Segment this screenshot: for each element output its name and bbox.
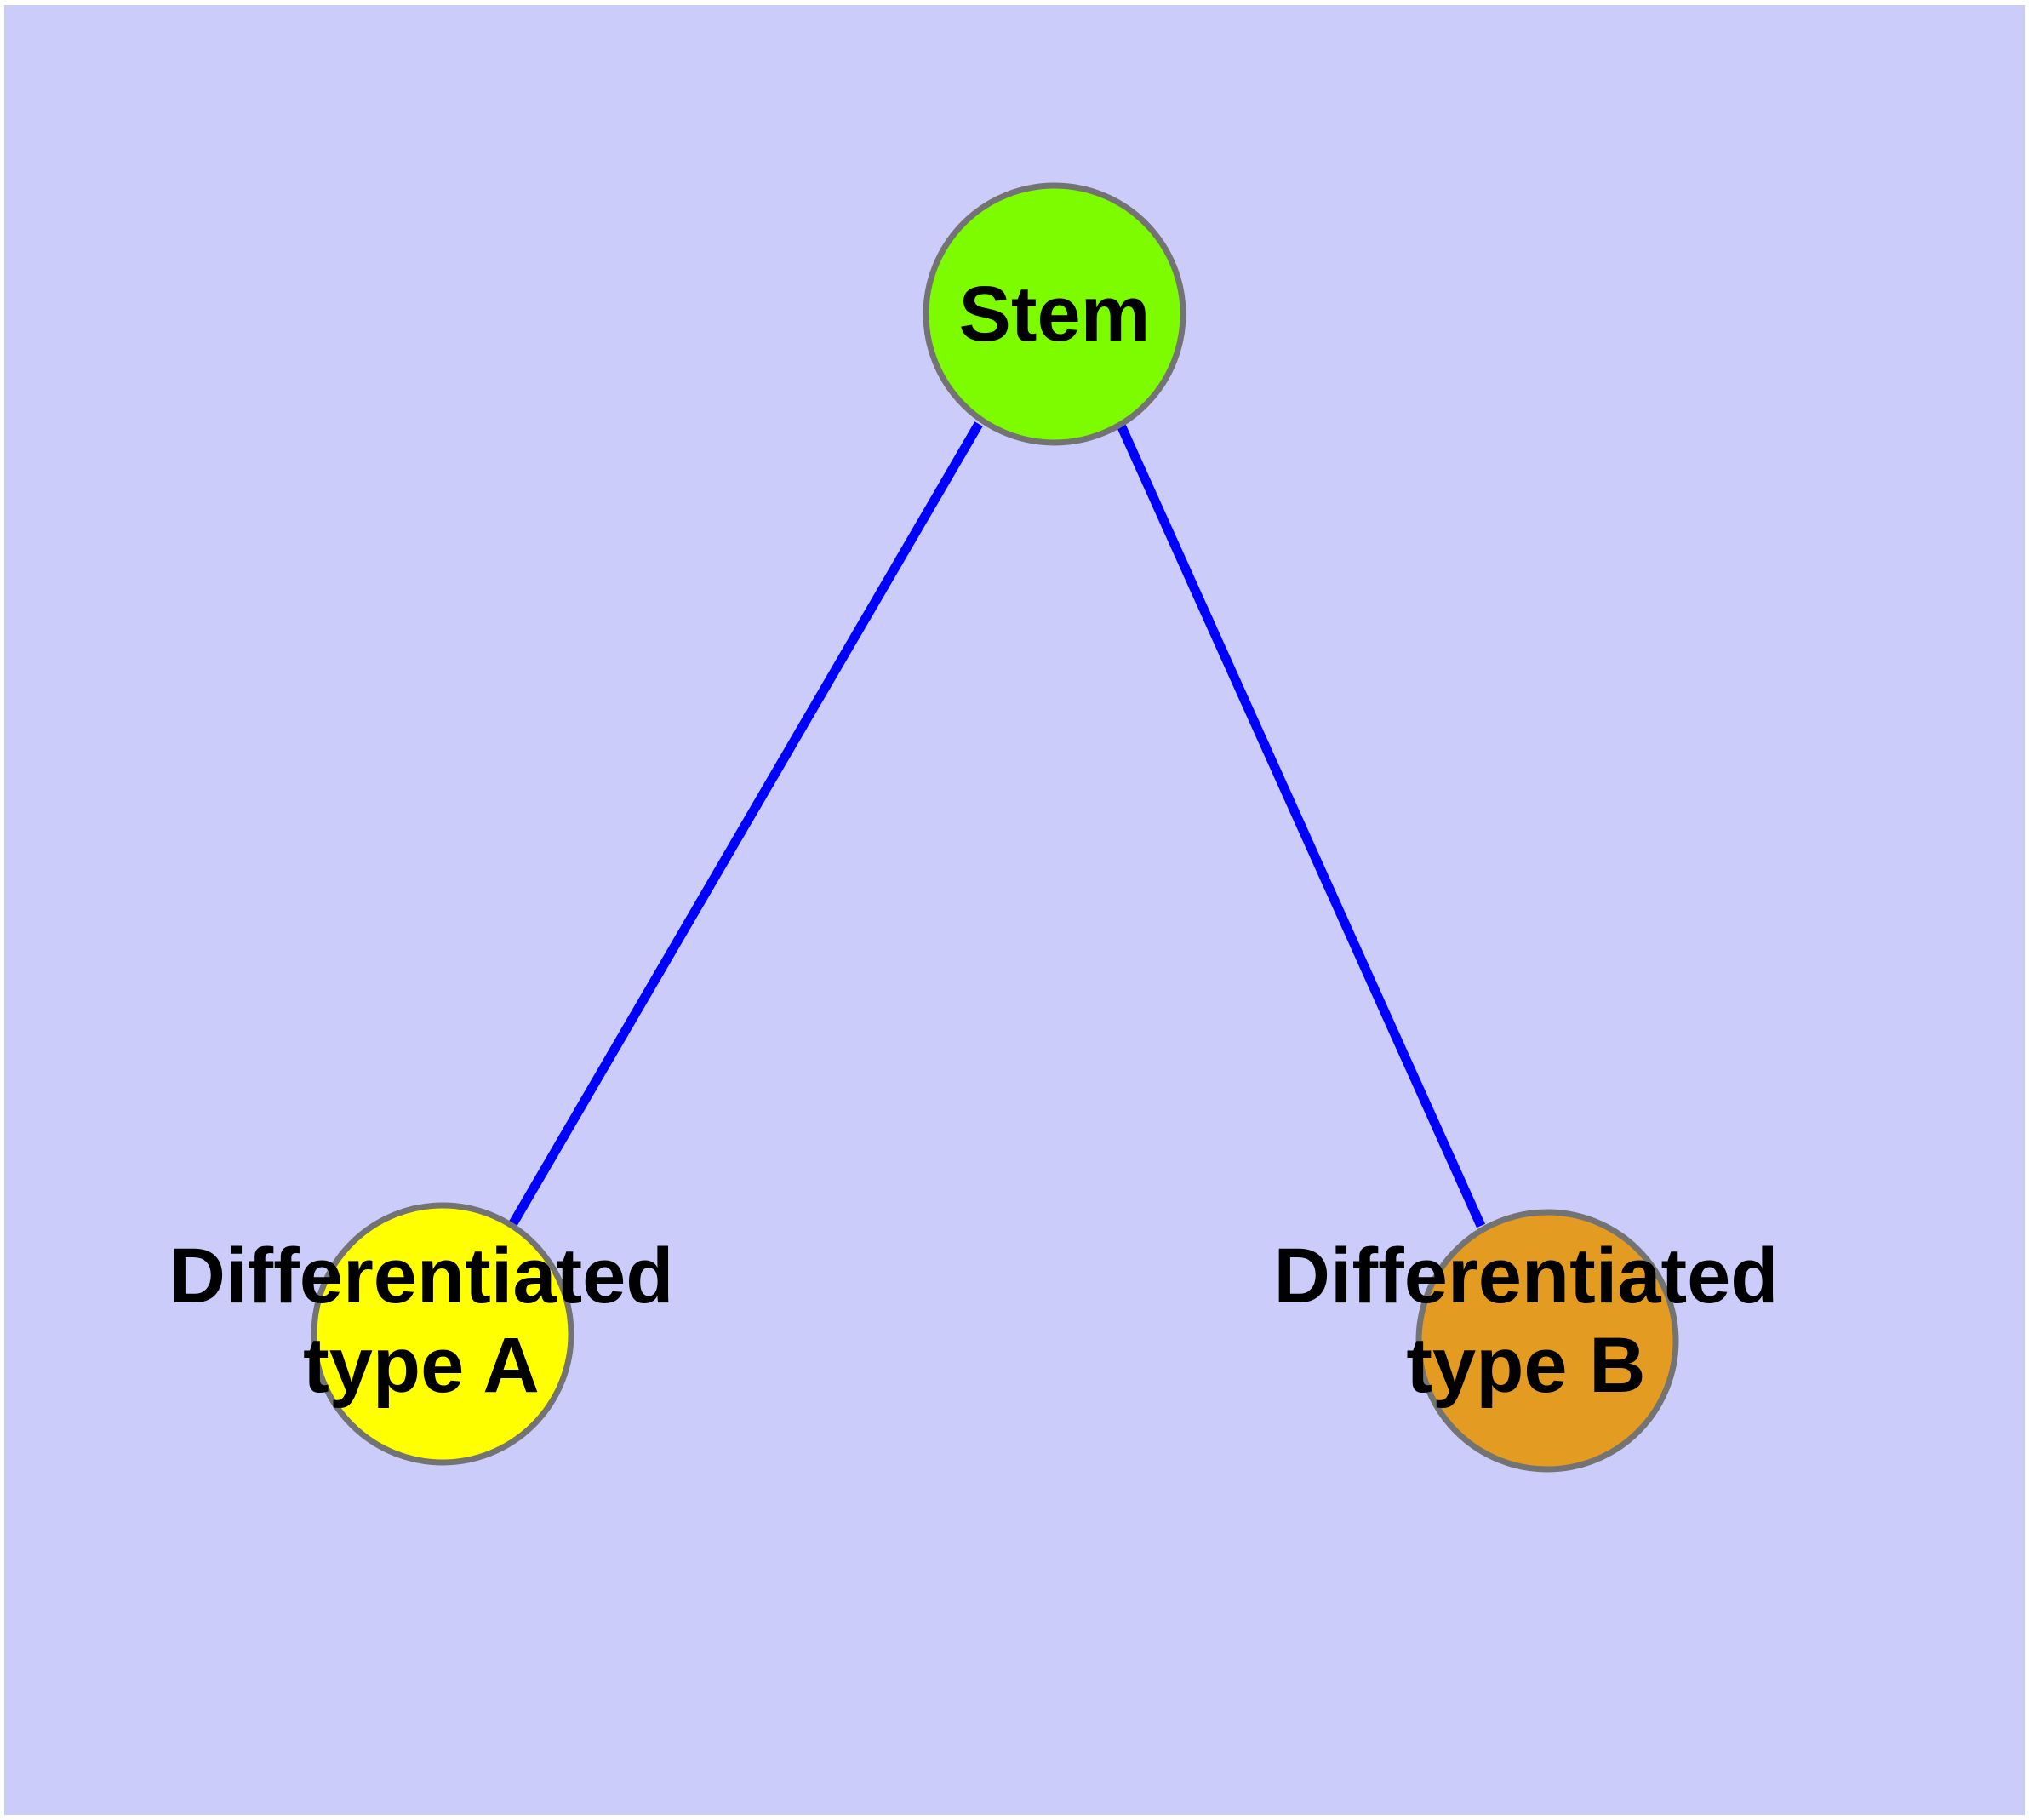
node-stem-circle[interactable] (923, 182, 1186, 446)
node-stem[interactable]: Stem (923, 182, 1186, 446)
node-differentiated-type-a-circle[interactable] (311, 1202, 574, 1466)
node-differentiated-type-b-circle[interactable] (1415, 1209, 1679, 1473)
edge-layer (509, 419, 1486, 1228)
node-differentiated-type-b-label-line2: type B (1406, 1322, 1645, 1409)
node-differentiated-type-a-label-line2: type A (303, 1322, 540, 1409)
node-differentiated-type-a-label-line1: Differentiated (169, 1233, 674, 1319)
node-differentiated-type-b[interactable]: Differentiated type B (1274, 1209, 1779, 1473)
node-differentiated-type-a[interactable]: Differentiated type A (169, 1202, 674, 1466)
edge-stem-to-differentiated-type-b[interactable] (1114, 419, 1486, 1228)
edge-stem-to-differentiated-type-a[interactable] (509, 421, 983, 1226)
node-stem-label: Stem (959, 271, 1151, 358)
node-differentiated-type-b-label-line1: Differentiated (1274, 1233, 1779, 1319)
